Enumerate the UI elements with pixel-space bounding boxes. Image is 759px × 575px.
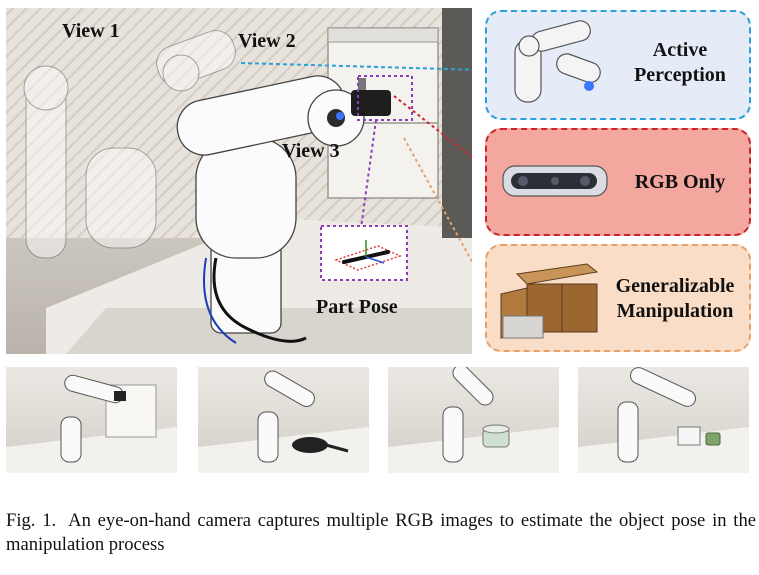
robot-pot-scene	[388, 367, 559, 473]
generalizable-manipulation-box: Generalizable Manipulation	[485, 244, 751, 352]
thumbnail-pot	[388, 367, 559, 473]
cabinet-icon	[500, 263, 599, 339]
main-photo: View 1 View 2 View 3 Part Pose	[6, 8, 472, 354]
caption-text: An eye-on-hand camera captures multiple …	[6, 510, 757, 555]
manip-line-1: Generalizable	[615, 275, 735, 297]
figure-caption: Fig. 1.An eye-on-hand camera captures mu…	[6, 509, 756, 557]
rgb-only-text: RGB Only	[634, 171, 726, 193]
thumbnail-pan	[198, 367, 369, 473]
rgb-only-box: RGB Only	[485, 128, 751, 236]
view-1-label: View 1	[62, 20, 120, 42]
active-perception-box: Active Perception	[485, 10, 751, 120]
active-line-2: Perception	[634, 64, 726, 86]
manip-line-2: Manipulation	[616, 300, 734, 322]
robot-mug-scene	[578, 367, 749, 473]
thumbnail-cabinet	[6, 367, 177, 473]
multi-view-arms-icon	[514, 20, 601, 103]
active-perception-text: Active Perception	[615, 38, 745, 88]
robot-cabinet-scene	[6, 374, 177, 473]
rgb-camera-icon	[502, 165, 608, 197]
view-3-label: View 3	[282, 140, 340, 162]
thumbnail-mug	[578, 367, 749, 473]
generalizable-manipulation-text: Generalizable Manipulation	[605, 274, 745, 324]
part-pose-label: Part Pose	[316, 296, 398, 318]
view-2-label: View 2	[238, 30, 296, 52]
robot-pan-scene	[198, 370, 369, 473]
active-line-1: Active	[652, 39, 708, 61]
robot-scene-illustration	[6, 8, 472, 354]
figure-label: Fig. 1.	[6, 510, 57, 531]
